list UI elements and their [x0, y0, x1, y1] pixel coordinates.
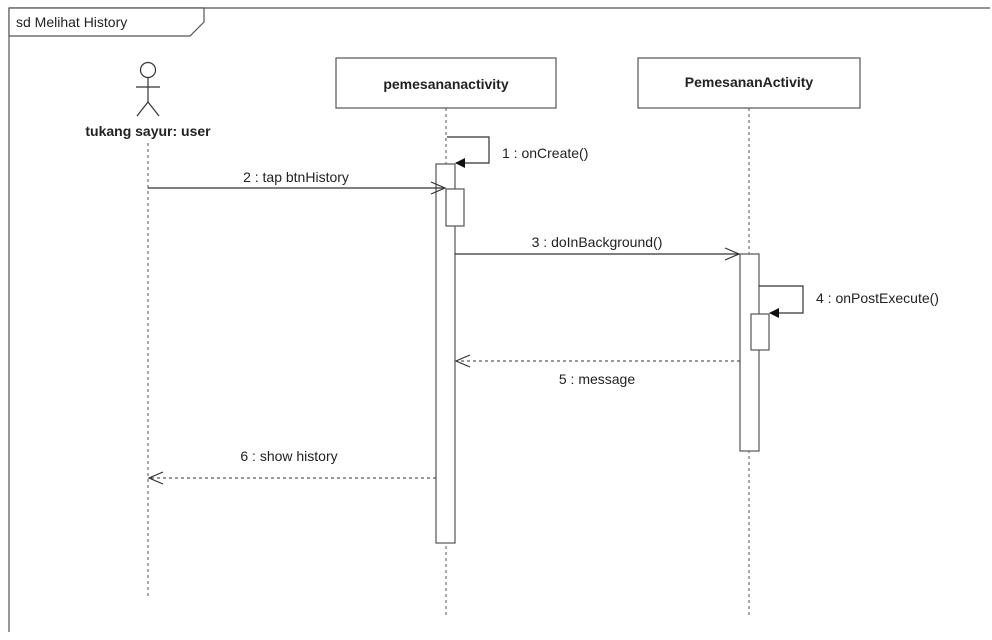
message-on-create[interactable]: 1 : onCreate()	[447, 136, 588, 168]
lifeline-head-box	[637, 57, 861, 109]
activation-bar-pemesananactivity	[435, 163, 456, 544]
lifeline-head-pemesanan-activity[interactable]: PemesananActivity	[637, 57, 861, 109]
open-arrowhead-icon	[454, 354, 471, 368]
open-arrowhead-icon	[147, 471, 164, 485]
message-line	[447, 136, 490, 168]
activation-bar-on-post-execute	[750, 313, 770, 351]
message-label: 2 : tap btnHistory	[243, 169, 349, 185]
message-label: 1 : onCreate()	[502, 145, 588, 161]
actor-label: tukang sayur: user	[85, 123, 211, 139]
activation-bar-pemesanan-activity	[739, 253, 760, 452]
message-on-post-execute[interactable]: 4 : onPostExecute()	[759, 285, 939, 318]
actor-stick-figure-icon	[136, 61, 160, 117]
message-tap-btn-history[interactable]: 2 : tap btnHistory	[148, 169, 447, 195]
activation-bar-btn-history	[445, 188, 465, 227]
message-label: 3 : doInBackground()	[532, 234, 663, 250]
frame-title: sd Melihat History	[16, 14, 127, 30]
message-do-in-background[interactable]: 3 : doInBackground()	[455, 234, 741, 261]
open-arrowhead-icon	[724, 247, 741, 261]
frame: sd Melihat History	[8, 7, 990, 632]
message-return-message[interactable]: 5 : message	[454, 354, 740, 387]
open-arrowhead-icon	[430, 181, 447, 195]
message-label: 5 : message	[559, 371, 635, 387]
message-show-history[interactable]: 6 : show history	[147, 448, 436, 485]
lifeline-label: PemesananActivity	[685, 74, 814, 90]
lifeline-head-pemesananactivity[interactable]: pemesananactivity	[335, 57, 557, 109]
lifeline-label: pemesananactivity	[383, 76, 508, 92]
message-label: 4 : onPostExecute()	[816, 290, 939, 306]
message-label: 6 : show history	[240, 448, 337, 464]
message-line	[759, 285, 804, 318]
frame-title-tab	[8, 7, 205, 37]
actor[interactable]: tukang sayur: user	[85, 61, 211, 140]
